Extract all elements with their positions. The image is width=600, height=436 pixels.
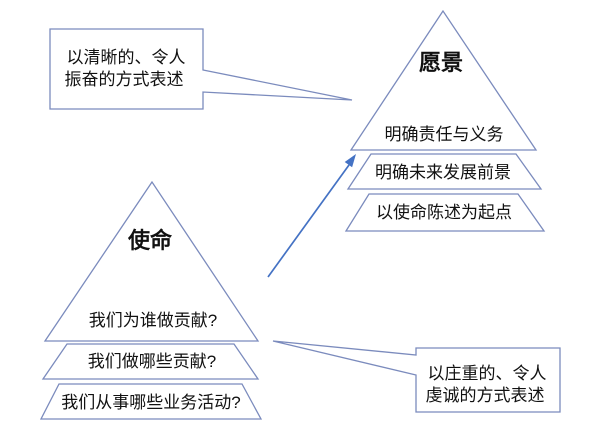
mission-level-2-label: 我们做哪些贡献? [88,352,216,371]
callout-top-left-line1: 以清晰的、令人 [67,48,186,67]
vision-level-3-label: 以使命陈述为起点 [376,202,512,222]
arrow-head-icon [344,154,356,168]
callout-top-left-line2: 振奋的方式表述 [65,70,184,89]
mission-pyramid-title: 使命 [127,228,173,253]
arrow-shaft [267,164,350,278]
vision-pyramid: 愿景 明确责任与义务 明确未来发展前景 以使命陈述为起点 [344,9,546,232]
vision-pyramid-tier2 [346,153,543,190]
callout-bottom-right-line2: 虔诚的方式表述 [426,386,545,405]
mission-level-1-label: 我们为谁做贡献? [89,311,217,330]
mission-pyramid: 使命 我们为谁做贡献? 我们做哪些贡献? 我们从事哪些业务活动? [39,180,263,420]
mission-pyramid-tier3 [39,383,263,420]
mission-pyramid-tier2 [41,343,260,380]
vision-level-1-label: 明确责任与义务 [385,125,504,144]
mission-pyramid-tier1 [43,180,260,342]
callout-top-left-bubble [49,28,353,110]
vision-pyramid-tier1 [349,9,538,151]
mission-to-vision-arrow [267,154,356,278]
callout-bottom-right-line1: 以庄重的、令人 [428,364,547,383]
vision-pyramid-tier3 [344,193,546,232]
callout-top-left: 以清晰的、令人 振奋的方式表述 [49,28,353,110]
mission-level-3-label: 我们从事哪些业务活动? [61,393,240,412]
callout-bottom-right-bubble [272,340,561,413]
vision-level-2-label: 明确未来发展前景 [375,163,511,182]
callout-bottom-right: 以庄重的、令人 虔诚的方式表述 [272,340,561,413]
vision-pyramid-title: 愿景 [419,50,463,75]
